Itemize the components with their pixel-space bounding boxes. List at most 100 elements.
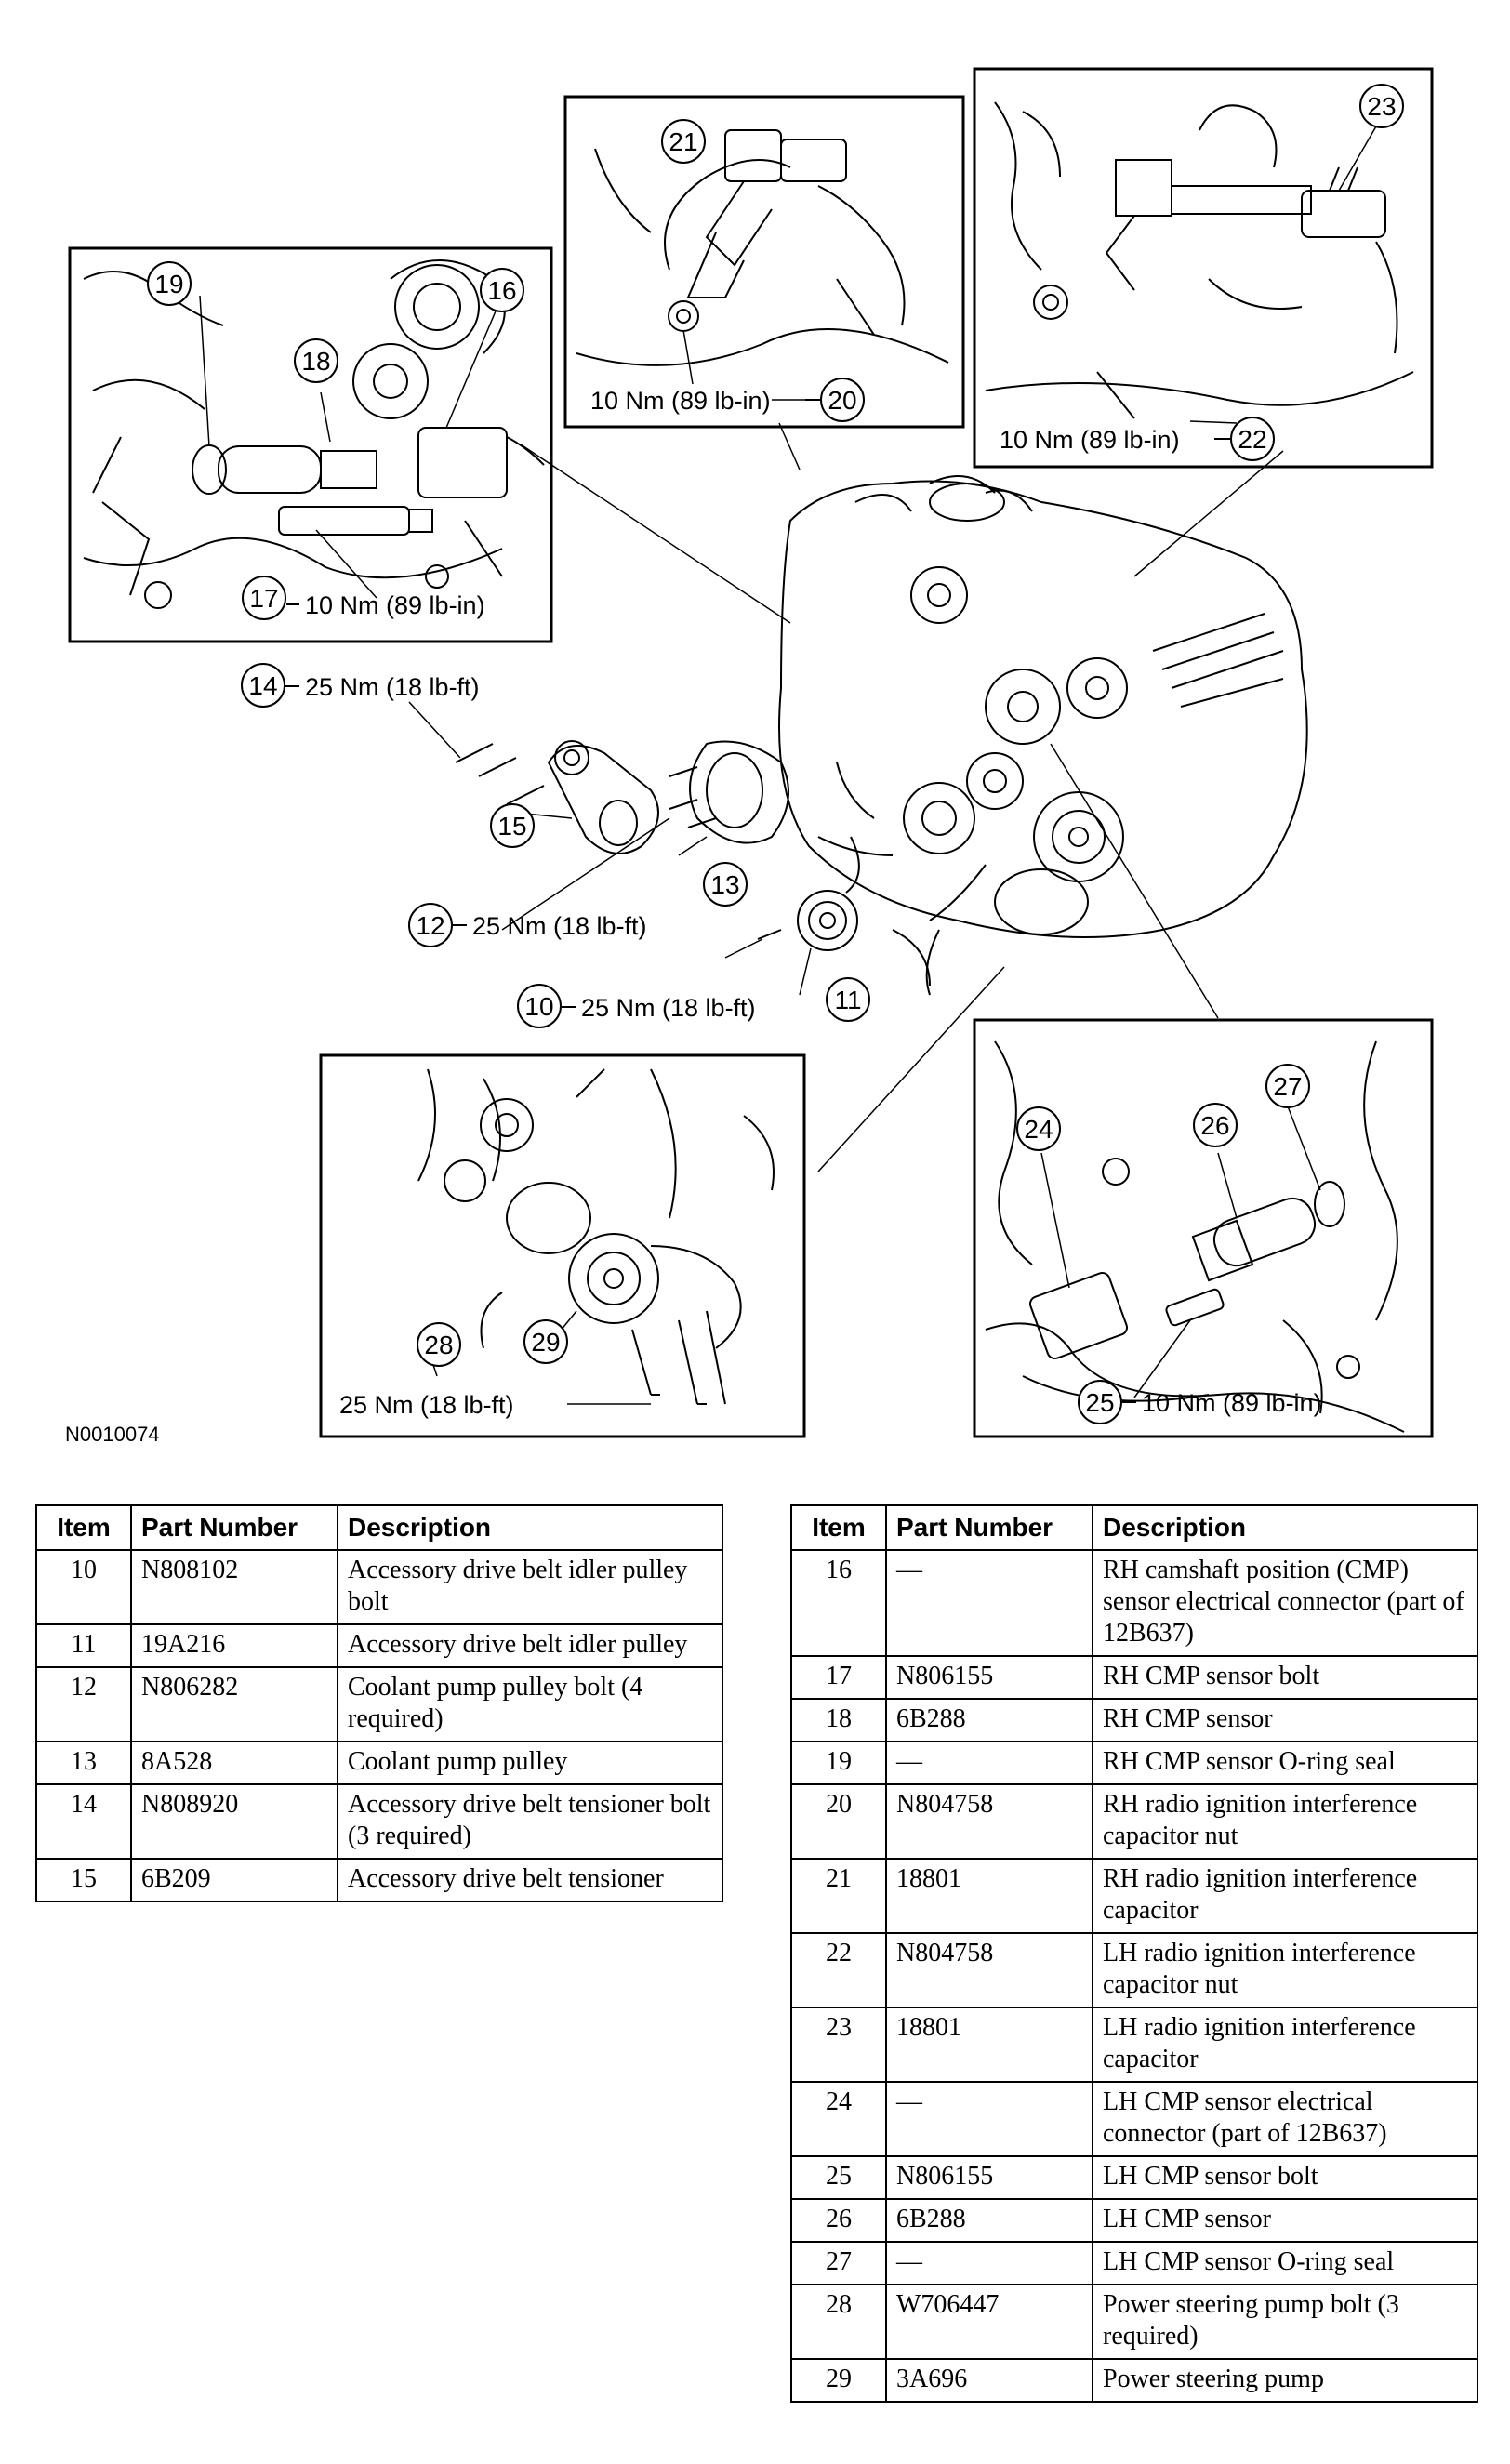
description-cell: LH CMP sensor bolt: [1092, 2155, 1478, 2200]
table-row: 19—RH CMP sensor O-ring seal: [790, 1741, 1478, 1785]
item-cell: 13: [35, 1741, 132, 1785]
callout-27: 27: [1265, 1064, 1310, 1108]
part-number-cell: 6B209: [130, 1858, 338, 1902]
callout-26: 26: [1193, 1103, 1238, 1147]
item-cell: 27: [790, 2241, 887, 2285]
table-row: 24—LH CMP sensor electrical connector (p…: [790, 2081, 1478, 2157]
svg-text:24: 24: [1024, 1115, 1053, 1144]
leader-lines: [199, 126, 1377, 1405]
part-number-cell: 3A696: [885, 2358, 1093, 2403]
description-cell: LH CMP sensor electrical connector (part…: [1092, 2081, 1478, 2157]
part-number-cell: 18801: [885, 1858, 1093, 1934]
engine-main-sketch: [455, 475, 1308, 996]
torque-12: 25 Nm (18 lb-ft): [453, 912, 647, 940]
part-number-cell: 19A216: [130, 1623, 338, 1668]
engine-exploded-diagram: 19 18 16 17 21 20 23 22 14 15 13 12 10 1…: [68, 67, 1434, 1438]
svg-text:10 Nm (89 lb-in): 10 Nm (89 lb-in): [590, 387, 771, 415]
item-cell: 18: [790, 1698, 887, 1742]
item-cell: 23: [790, 2007, 887, 2083]
svg-text:29: 29: [531, 1328, 560, 1357]
detail-box-ps-pump: [319, 1053, 806, 1438]
svg-text:17: 17: [249, 584, 278, 613]
ps-pump-sketch: [417, 1068, 775, 1405]
callout-20: 20: [820, 378, 865, 422]
item-cell: 24: [790, 2081, 887, 2157]
item-cell: 29: [790, 2358, 887, 2403]
svg-text:20: 20: [828, 386, 856, 415]
part-number-cell: N806155: [885, 2155, 1093, 2200]
item-cell: 17: [790, 1655, 887, 1700]
part-number-cell: —: [885, 1741, 1093, 1785]
lh-cmp-sketch: [985, 1040, 1405, 1433]
description-cell: Coolant pump pulley bolt (4 required): [337, 1666, 723, 1742]
callout-16: 16: [480, 268, 524, 312]
torque-22: 10 Nm (89 lb-in): [1000, 426, 1230, 454]
description-cell: LH CMP sensor O-ring seal: [1092, 2241, 1478, 2285]
svg-text:23: 23: [1367, 92, 1396, 121]
parts-table-right: Item Part Number Description 16—RH camsh…: [790, 1504, 1478, 2403]
svg-text:10 Nm (89 lb-in): 10 Nm (89 lb-in): [305, 591, 485, 619]
svg-text:26: 26: [1200, 1111, 1229, 1140]
description-cell: RH camshaft position (CMP) sensor electr…: [1092, 1549, 1478, 1657]
callout-21: 21: [661, 119, 706, 164]
svg-text:11: 11: [834, 986, 861, 1014]
part-number-cell: W706447: [885, 2284, 1093, 2360]
callouts: 19 18 16 17 21 20 23 22 14 15 13 12 10 1…: [147, 84, 1404, 1424]
torque-10: 25 Nm (18 lb-ft): [562, 994, 756, 1022]
callout-17: 17: [242, 576, 286, 620]
callout-29: 29: [523, 1319, 568, 1364]
table-row: 27—LH CMP sensor O-ring seal: [790, 2241, 1478, 2285]
torque-labels: 10 Nm (89 lb-in) 10 Nm (89 lb-in) 10 Nm …: [285, 387, 1322, 1419]
item-cell: 10: [35, 1549, 132, 1625]
item-cell: 16: [790, 1549, 887, 1657]
rh-cmp-sketch: [83, 259, 545, 609]
callout-23: 23: [1359, 84, 1404, 128]
svg-text:21: 21: [669, 127, 697, 156]
description-cell: RH radio ignition interference capacitor…: [1092, 1783, 1478, 1860]
svg-text:25 Nm (18 lb-ft): 25 Nm (18 lb-ft): [472, 912, 647, 940]
part-number-cell: N808920: [130, 1783, 338, 1860]
torque-28: 25 Nm (18 lb-ft): [339, 1391, 514, 1419]
callout-28: 28: [417, 1322, 461, 1367]
table-header-row: Item Part Number Description: [790, 1504, 1478, 1551]
svg-text:19: 19: [154, 270, 183, 298]
svg-text:22: 22: [1238, 425, 1266, 454]
part-number-cell: 6B288: [885, 1698, 1093, 1742]
torque-20: 10 Nm (89 lb-in): [590, 387, 820, 415]
callout-19: 19: [147, 261, 192, 306]
item-cell: 12: [35, 1666, 132, 1742]
header-part-number: Part Number: [130, 1504, 338, 1551]
header-part-number: Part Number: [885, 1504, 1093, 1551]
rh-capacitor-sketch: [576, 129, 949, 366]
callout-15: 15: [490, 803, 535, 848]
part-number-cell: 18801: [885, 2007, 1093, 2083]
description-cell: Accessory drive belt idler pulley bolt: [337, 1549, 723, 1625]
callout-25: 25: [1078, 1380, 1122, 1424]
part-number-cell: N804758: [885, 1932, 1093, 2008]
callout-11: 11: [826, 977, 870, 1022]
callout-14: 14: [241, 663, 285, 708]
svg-text:28: 28: [424, 1331, 453, 1359]
svg-text:12: 12: [416, 911, 444, 940]
part-number-cell: —: [885, 1549, 1093, 1657]
torque-14: 25 Nm (18 lb-ft): [285, 673, 480, 701]
lh-capacitor-sketch: [985, 101, 1414, 419]
part-number-cell: 6B288: [885, 2198, 1093, 2243]
svg-text:13: 13: [710, 870, 739, 899]
part-number-cell: N804758: [885, 1783, 1093, 1860]
description-cell: LH CMP sensor: [1092, 2198, 1478, 2243]
svg-text:27: 27: [1273, 1072, 1302, 1101]
item-cell: 11: [35, 1623, 132, 1668]
item-cell: 21: [790, 1858, 887, 1934]
table-row: 16—RH camshaft position (CMP) sensor ele…: [790, 1549, 1478, 1657]
